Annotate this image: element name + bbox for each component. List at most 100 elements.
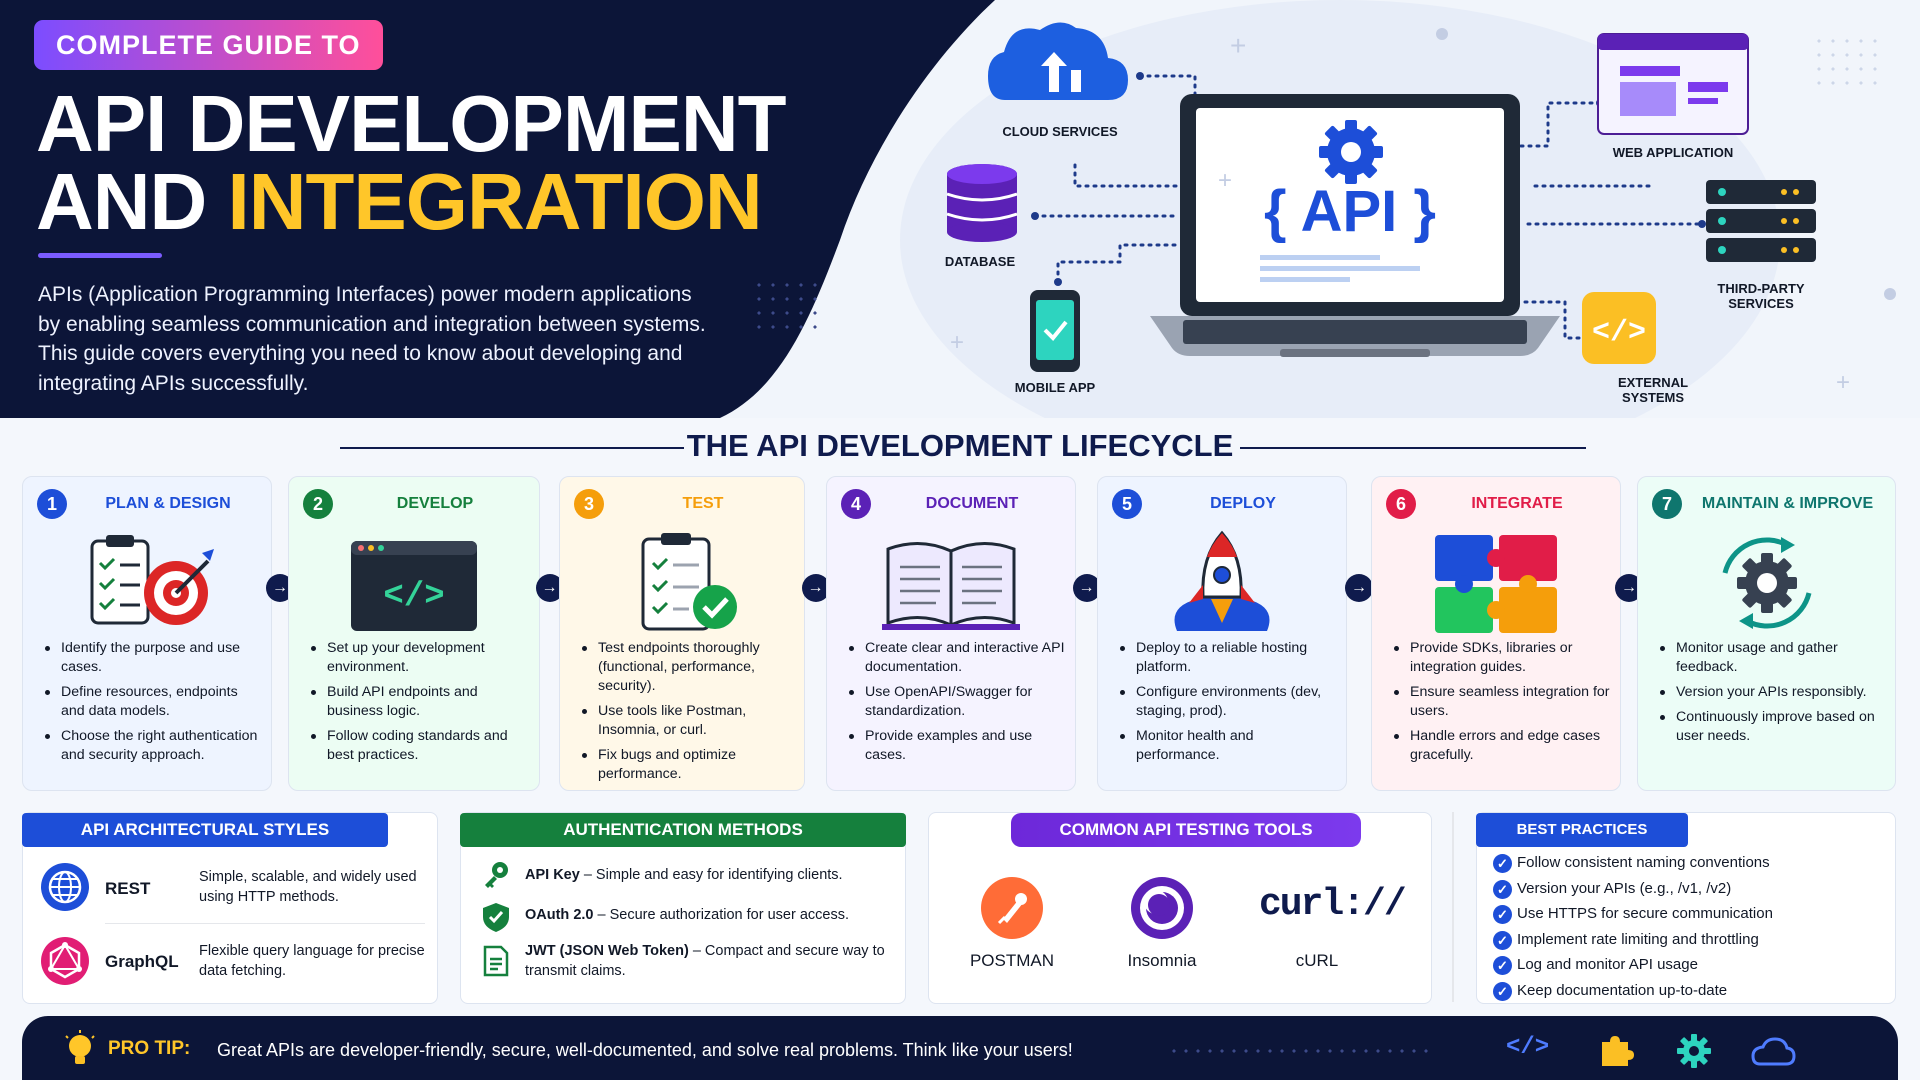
best-practice-item: ✓Follow consistent naming conventions [1493, 853, 1770, 873]
external-systems-icon: </> [1582, 292, 1656, 364]
best-practice-text: Version your APIs (e.g., /v1, /v2) [1517, 879, 1732, 897]
mobile-app-label: MOBILE APP [1014, 380, 1096, 395]
auth-item: JWT (JSON Web Token) – Compact and secur… [525, 941, 897, 981]
auth-item: OAuth 2.0 – Secure authorization for use… [525, 905, 897, 925]
list-item: Handle errors and edge cases gracefully. [1392, 727, 1610, 765]
step-arrow-icon: → [801, 574, 830, 602]
auth-methods-title: AUTHENTICATION METHODS [460, 813, 906, 847]
auth-name: API Key [525, 867, 580, 883]
best-practice-text: Keep documentation up-to-date [1517, 982, 1728, 999]
svg-text:</>: </> [383, 578, 444, 616]
step-number: 3 [574, 489, 604, 519]
step-number: 4 [841, 489, 871, 519]
best-practice-item: ✓ Log and monitor API usage [1493, 955, 1698, 976]
list-item: Configure environments (dev, staging, pr… [1118, 683, 1336, 721]
lightbulb-icon [62, 1030, 98, 1070]
title-highlight: INTEGRATION [227, 157, 763, 246]
third-party-services-icon [1706, 180, 1816, 262]
step-arrow-icon: → [535, 574, 564, 602]
step-bullets: Provide SDKs, libraries or integration g… [1392, 639, 1610, 771]
title-underline [38, 253, 162, 258]
divider [340, 447, 684, 449]
list-item: Follow coding standards and best practic… [309, 727, 529, 765]
check-icon: ✓ [1493, 905, 1512, 925]
svg-text:+: + [950, 329, 964, 356]
page-title-line1: API DEVELOPMENT [36, 79, 787, 168]
check-icon: ✓ [1493, 930, 1512, 950]
dot-pattern [752, 278, 822, 334]
step-arrow-icon: → [1072, 574, 1101, 602]
list-item: Use tools like Postman, Insomnia, or cur… [580, 702, 794, 740]
divider [105, 923, 425, 924]
page-title-line2: AND INTEGRATION [36, 157, 763, 246]
insomnia-icon[interactable] [1131, 877, 1193, 939]
step-number: 5 [1112, 489, 1142, 519]
api-center-label: { API } [1264, 179, 1436, 244]
list-item: Provide examples and use cases. [847, 727, 1065, 765]
check-icon: ✓ [1493, 879, 1512, 899]
svg-text:+: + [1218, 167, 1232, 194]
step-number: 1 [37, 489, 67, 519]
best-practices-title: BEST PRACTICES [1476, 813, 1688, 847]
step-icon [1421, 527, 1571, 637]
code-icon: </> [1506, 1034, 1550, 1061]
shield-icon [481, 901, 511, 933]
list-item: Provide SDKs, libraries or integration g… [1392, 639, 1610, 677]
auth-desc: – Compact and secure way to transmit cla… [525, 943, 885, 979]
footer-bar [22, 1016, 1898, 1080]
check-icon: ✓ [1493, 956, 1512, 976]
best-practice-text: Use HTTPS for secure communication [1517, 905, 1773, 923]
laptop-icon [1150, 94, 1560, 357]
step-bullets: Deploy to a reliable hosting platform. Co… [1118, 639, 1336, 771]
step-icon [876, 527, 1026, 637]
list-item: Deploy to a reliable hosting platform. [1118, 639, 1336, 677]
step-title: TEST [682, 495, 724, 512]
step-title: PLAN & DESIGN [105, 495, 231, 512]
auth-methods-panel: AUTHENTICATION METHODS API Key – Simple … [460, 812, 906, 1004]
guide-badge: COMPLETE GUIDE TO [34, 20, 383, 70]
step-number: 6 [1386, 489, 1416, 519]
arch-styles-panel: API ARCHITECTURAL STYLES REST Simple, sc… [22, 812, 438, 1004]
external-systems-label: EXTERNAL SYSTEMS [1617, 375, 1689, 405]
list-item: Continuously improve based on user needs… [1658, 708, 1885, 746]
best-practice-text: Log and monitor API usage [1517, 956, 1698, 974]
graphql-desc: Flexible query language for precise data… [199, 943, 425, 979]
best-practice-text: Implement rate limiting and throttling [1517, 930, 1759, 948]
list-item: Fix bugs and optimize performance. [580, 746, 794, 784]
step-title: DEVELOP [396, 495, 474, 512]
intro-paragraph: APIs (Application Programming Interfaces… [38, 283, 706, 395]
auth-name: JWT (JSON Web Token) [525, 943, 689, 959]
dot-pattern [1812, 34, 1882, 90]
check-icon: ✓ [1493, 854, 1512, 873]
third-party-services-label: THIRD-PARTY SERVICES [1717, 281, 1805, 311]
postman-icon[interactable] [981, 877, 1043, 939]
lifecycle-title: THE API DEVELOPMENT LIFECYCLE [686, 428, 1234, 463]
list-item: Set up your development environment. [309, 639, 529, 677]
best-practice-item: ✓Keep documentation up-to-date [1493, 981, 1728, 1001]
rest-desc: Simple, scalable, and widely used using … [199, 869, 417, 905]
testing-tools-panel: COMMON API TESTING TOOLS POSTMAN Insomni… [928, 812, 1432, 1004]
graphql-icon [41, 937, 89, 985]
best-practices-panel: BEST PRACTICES ✓Follow consistent naming… [1476, 812, 1896, 1004]
database-label: DATABASE [944, 254, 1016, 269]
step-icon [72, 527, 222, 637]
rest-label: REST [105, 879, 151, 898]
hero: COMPLETE GUIDE TO API DEVELOPMENT AND IN… [0, 0, 1920, 418]
divider [1240, 447, 1586, 449]
pro-tip-text: Great APIs are developer-friendly, secur… [217, 1040, 1073, 1060]
auth-desc: – Simple and easy for identifying client… [579, 867, 843, 883]
web-application-icon [1597, 33, 1749, 135]
title-prefix: AND [36, 157, 228, 246]
step-bullets: Monitor usage and gather feedback.Versio… [1658, 639, 1885, 752]
list-item: Monitor usage and gather feedback. [1658, 639, 1885, 677]
insomnia-label: Insomnia [1127, 951, 1197, 970]
divider [1452, 812, 1454, 1002]
pro-tip-label: PRO TIP: [108, 1038, 191, 1059]
database-icon [946, 164, 1018, 242]
gear-icon [1676, 1033, 1712, 1069]
